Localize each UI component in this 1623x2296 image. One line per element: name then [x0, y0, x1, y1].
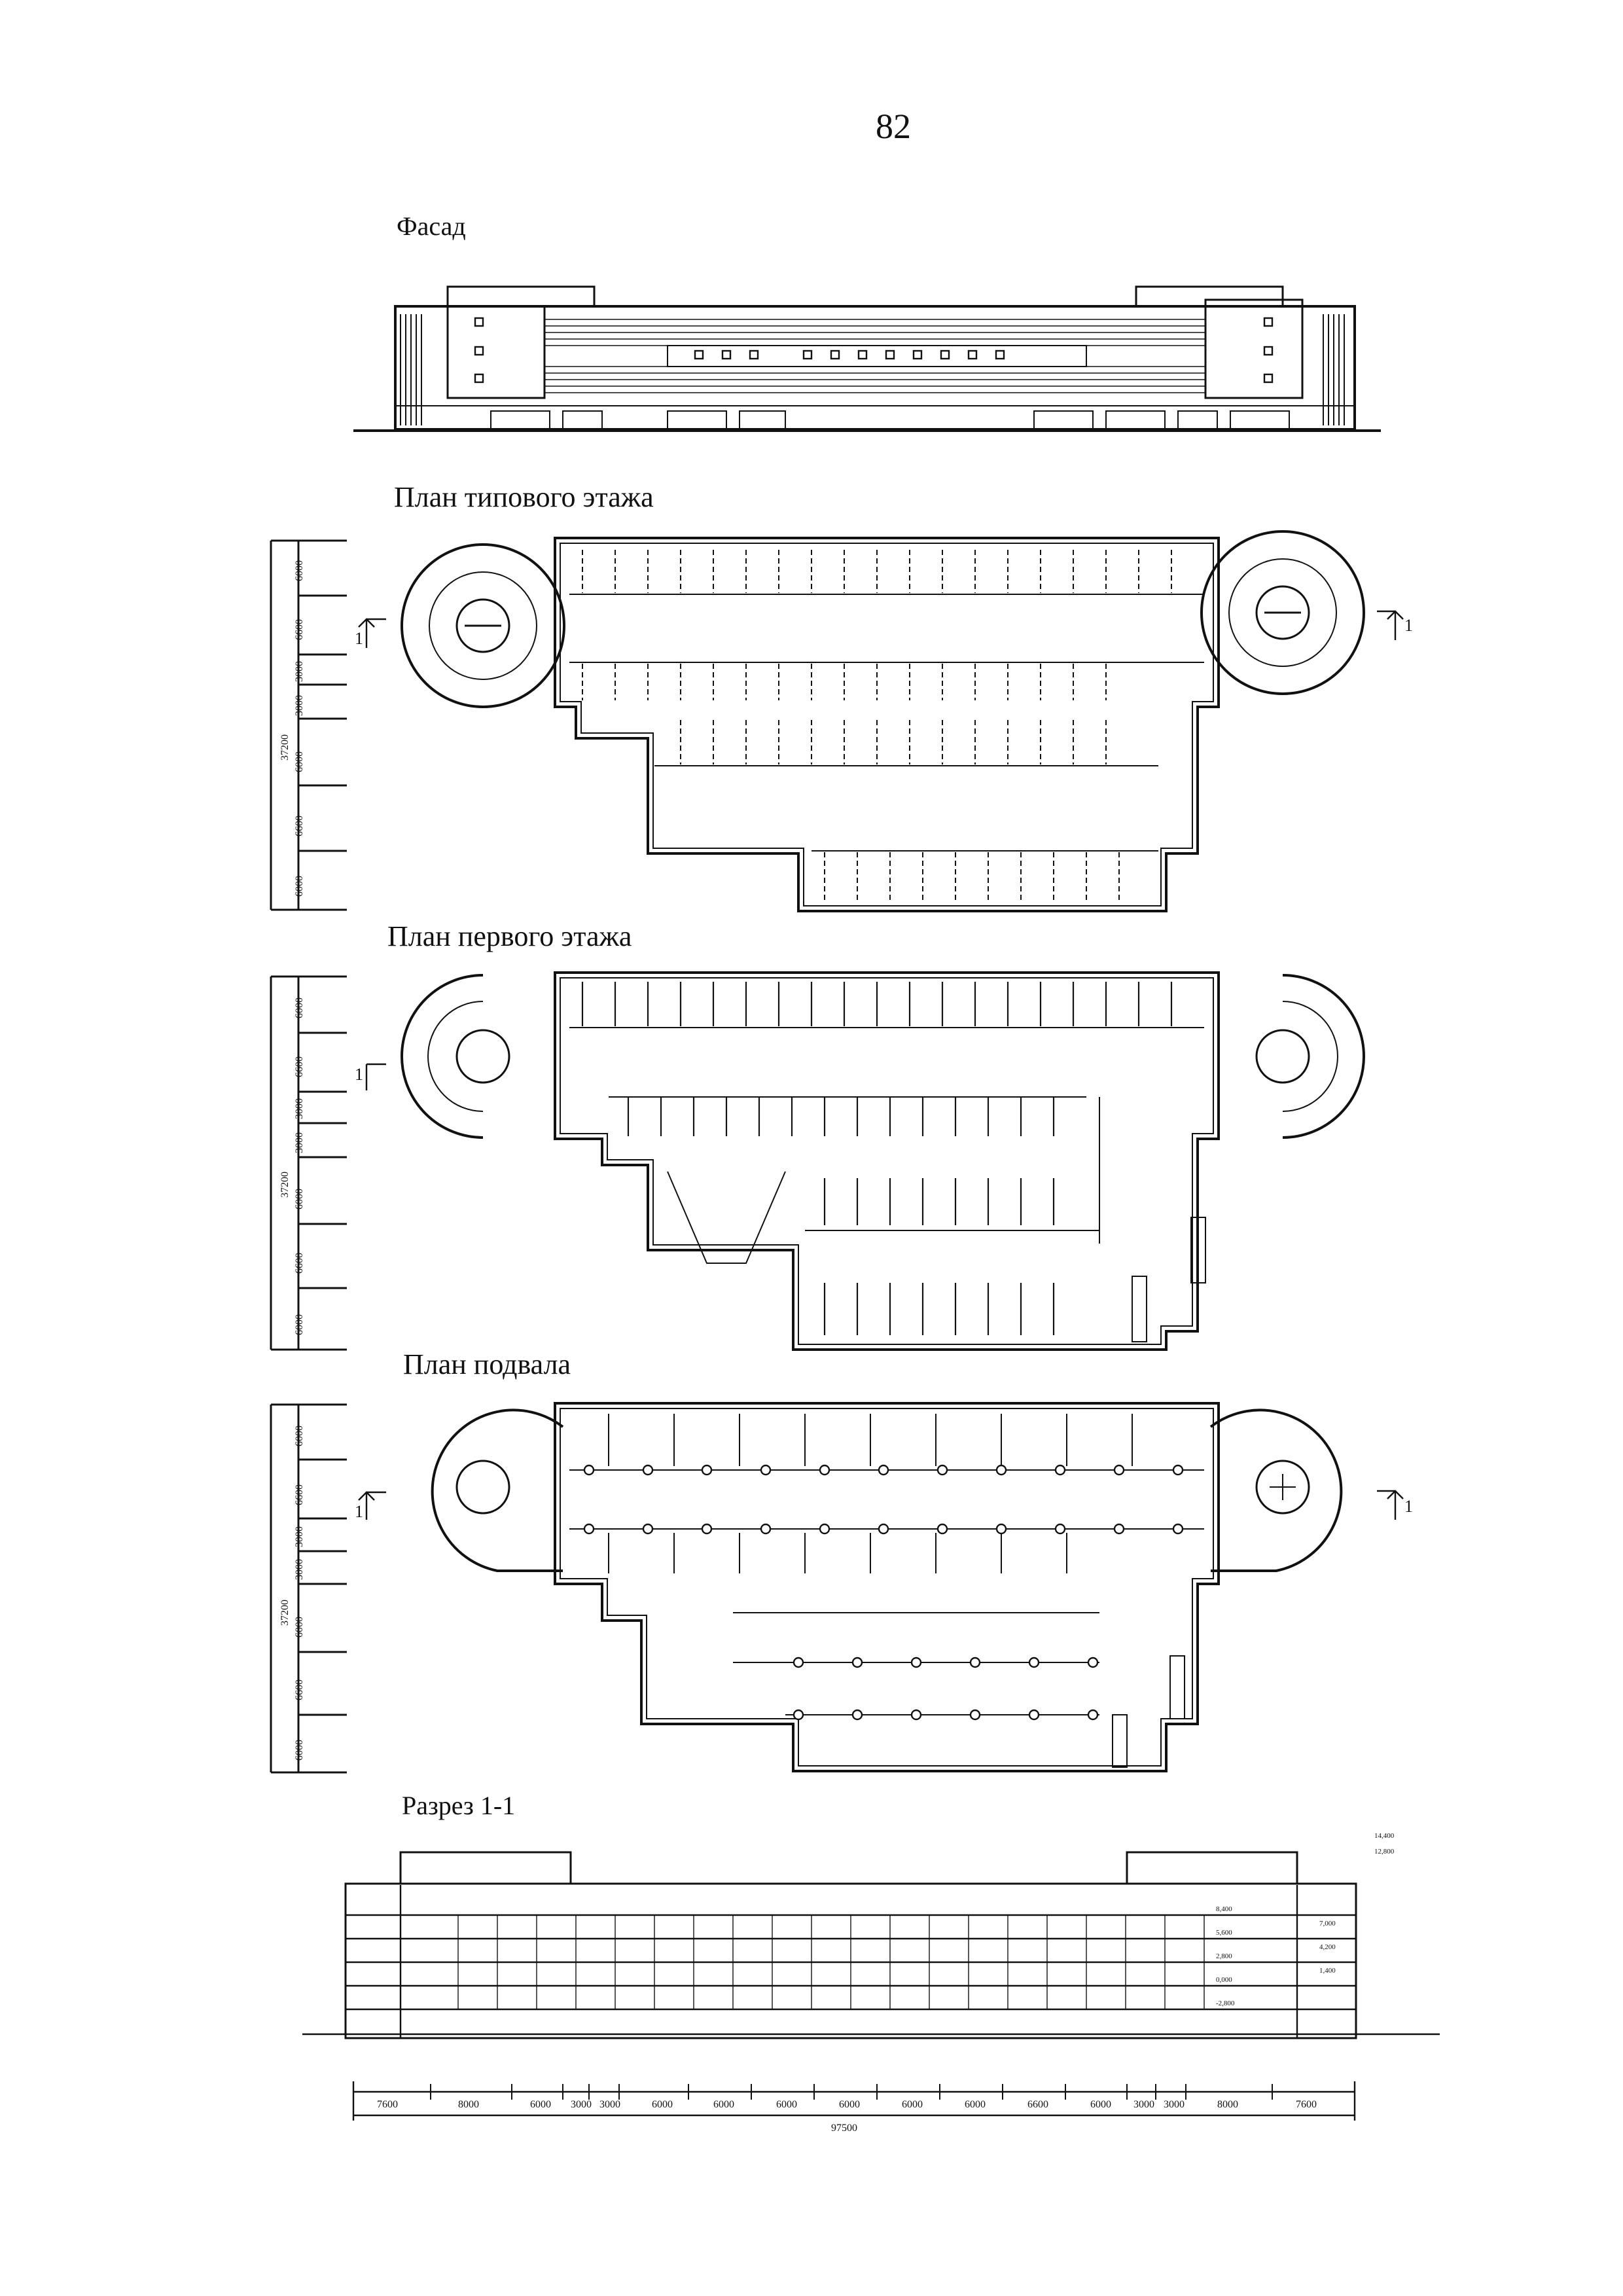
- plan-dimension: 6000: [294, 1189, 305, 1210]
- first-floor-plan-heading: План первого этажа: [387, 920, 632, 952]
- plan-dimension: 6600: [294, 1484, 305, 1505]
- plan-dimension: 6600: [294, 619, 305, 640]
- section-dimension: 3000: [1164, 2099, 1185, 2110]
- section-dimension: 7600: [377, 2099, 398, 2110]
- facade-heading: Фасад: [397, 211, 466, 241]
- plan-dimension: 3000: [294, 1559, 305, 1580]
- section-dimension-chain: 7600 8000 6000 3000 3000 6000 6000 6000 …: [377, 2099, 1317, 2134]
- plan-dimension: 6000: [294, 751, 305, 772]
- plan-dimension: 6600: [294, 1056, 305, 1077]
- plan-dimension: 3000: [294, 1132, 305, 1153]
- plan-dimension: 6600: [294, 1253, 305, 1274]
- plan-dimension: 3000: [294, 661, 305, 682]
- plan-total-dimension: 37200: [279, 1600, 291, 1626]
- level-mark: 12,800: [1374, 1848, 1395, 1856]
- section-dimension: 3000: [1133, 2099, 1154, 2110]
- facade-elevation: [353, 285, 1381, 432]
- section-cut-label: 1: [355, 629, 363, 648]
- plan-dimension: 3000: [294, 1098, 305, 1119]
- plan-dimension: 6600: [294, 816, 305, 836]
- section-dimension: 3000: [571, 2099, 592, 2110]
- level-mark: 7,000: [1319, 1920, 1336, 1928]
- plan-dimension: 3000: [294, 695, 305, 716]
- section-cut-label: 1: [1404, 1497, 1413, 1516]
- section-dimension: 6000: [713, 2099, 734, 2110]
- plan-dimension: 6000: [294, 997, 305, 1018]
- plan-dimension: 6000: [294, 876, 305, 897]
- level-mark: -2,800: [1216, 2000, 1235, 2007]
- section-dimension: 3000: [599, 2099, 620, 2110]
- section-dimension: 6600: [1027, 2099, 1048, 2110]
- plan-dimension: 6000: [294, 1426, 305, 1446]
- section-dimension: 8000: [458, 2099, 479, 2110]
- level-mark: 5,600: [1216, 1929, 1232, 1937]
- section-dimension: 7600: [1296, 2099, 1317, 2110]
- plan-dimension: 6000: [294, 1740, 305, 1761]
- plan-dimension: 6600: [294, 1679, 305, 1700]
- typical-floor-plan-heading: План типового этажа: [394, 481, 654, 513]
- section-total-dimension: 97500: [831, 2123, 857, 2134]
- section-dimension: 6000: [776, 2099, 797, 2110]
- section-cut-label: 1: [355, 1065, 363, 1084]
- section-dimension: 6000: [839, 2099, 860, 2110]
- level-mark: 1,400: [1319, 1967, 1336, 1975]
- section-1-1: 14,400 12,800 8,400 5,600 2,800 0,000 -2…: [302, 1832, 1440, 2134]
- plan-total-dimension: 37200: [279, 734, 291, 761]
- level-mark: 2,800: [1216, 1952, 1232, 1960]
- level-mark: 4,200: [1319, 1943, 1336, 1951]
- level-mark: 8,400: [1216, 1905, 1232, 1913]
- section-dimension: 6000: [902, 2099, 923, 2110]
- page-number: 82: [876, 107, 911, 146]
- plan-dimension: 6000: [294, 1617, 305, 1638]
- section-cut-label: 1: [1404, 616, 1413, 635]
- section-heading: Разрез 1-1: [402, 1791, 516, 1820]
- basement-plan: 37200 6000 6600 3000 3000 6000 6600 6000: [270, 1402, 1413, 1774]
- section-dimension: 6000: [652, 2099, 673, 2110]
- section-dimension: 6000: [1090, 2099, 1111, 2110]
- level-mark: 0,000: [1216, 1976, 1232, 1984]
- plan-dimension: 6000: [294, 1314, 305, 1335]
- plan-dimension: 6000: [294, 560, 305, 581]
- section-dimension: 6000: [530, 2099, 551, 2110]
- typical-floor-plan: 37200 6000 6600 3000 3000 6000 6600 6000: [270, 530, 1413, 912]
- section-dimension: 6000: [965, 2099, 986, 2110]
- section-dimension: 8000: [1217, 2099, 1238, 2110]
- first-floor-plan: 37200 6000 6600 3000 3000 6000 6600 6000: [270, 971, 1365, 1351]
- basement-plan-heading: План подвала: [403, 1348, 571, 1380]
- plan-total-dimension: 37200: [279, 1172, 291, 1198]
- level-mark: 14,400: [1374, 1832, 1395, 1840]
- section-cut-label: 1: [355, 1502, 363, 1521]
- plan-dimension: 3000: [294, 1526, 305, 1547]
